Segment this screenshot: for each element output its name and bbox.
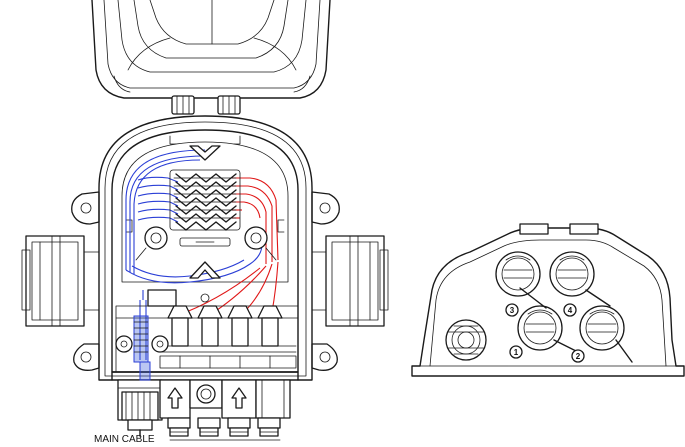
splice-holder bbox=[135, 145, 277, 279]
port-number-1: 1 bbox=[514, 348, 519, 357]
open-lid bbox=[91, 0, 331, 99]
port-number-2: 2 bbox=[576, 352, 581, 361]
main-cable-label: MAIN CABLE bbox=[94, 434, 155, 445]
adapter-panel bbox=[115, 289, 299, 373]
port-number-4: 4 bbox=[568, 306, 573, 315]
enclosure-body bbox=[21, 115, 389, 381]
bottom-ports bbox=[111, 361, 299, 441]
port-number-3: 3 bbox=[510, 306, 515, 315]
bottom-view bbox=[411, 223, 685, 377]
fiber-routing-blue bbox=[125, 149, 263, 360]
hinges bbox=[171, 95, 241, 115]
